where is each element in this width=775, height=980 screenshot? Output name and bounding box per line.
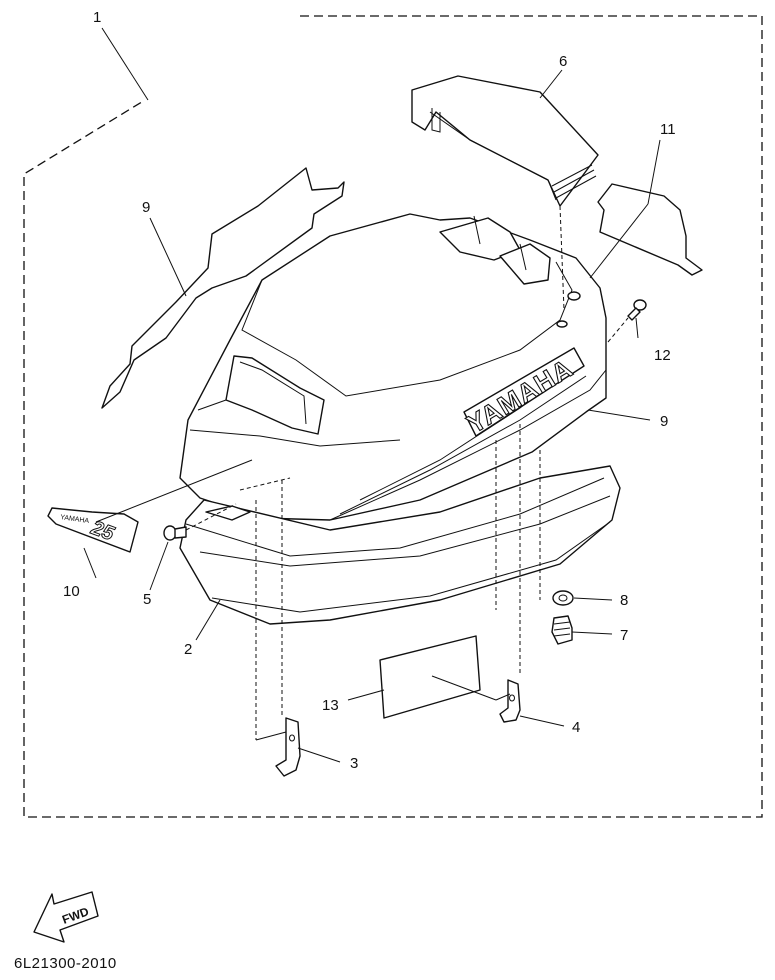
part-top-cover (411, 75, 599, 207)
callout-7: 7 (620, 627, 628, 644)
callout-2: 2 (184, 641, 192, 658)
drawing-code: 6L21300-2010 (14, 955, 117, 972)
callout-10: 10 (63, 583, 80, 600)
emblem-small-text: YAMAHA (60, 514, 90, 525)
callout-8: 8 (620, 592, 628, 609)
part-label-plate (379, 635, 481, 719)
callout-3: 3 (350, 755, 358, 772)
part-decal-right (597, 183, 703, 276)
callout-12: 12 (654, 347, 671, 364)
leader-lines (83, 27, 661, 763)
assembly-boundary (23, 15, 763, 818)
part-decal-left (101, 167, 345, 409)
forward-direction-arrow: FWD (33, 891, 99, 943)
part-bottom-cowling (179, 465, 621, 625)
callout-13: 13 (322, 697, 339, 714)
part-bracket-4 (499, 679, 521, 723)
callout-4: 4 (572, 719, 580, 736)
callout-6: 6 (559, 53, 567, 70)
part-emblem-decal: YAMAHA 25 (47, 507, 139, 553)
part-washer (552, 590, 574, 606)
callout-9-right: 9 (660, 413, 668, 430)
assembly-dashed-lines (185, 205, 629, 740)
part-bracket-3 (275, 717, 301, 777)
callout-labels: 1 2 3 4 5 6 7 8 9 9 10 11 12 13 (63, 9, 676, 772)
callout-9-left: 9 (142, 199, 150, 216)
callout-5: 5 (143, 591, 151, 608)
callout-1: 1 (93, 9, 101, 26)
part-bolt (551, 615, 573, 645)
part-engine-cover: YAMAHA (179, 213, 607, 521)
callout-11: 11 (660, 121, 676, 138)
part-screw-12 (627, 299, 647, 321)
part-screw-5 (163, 525, 187, 541)
